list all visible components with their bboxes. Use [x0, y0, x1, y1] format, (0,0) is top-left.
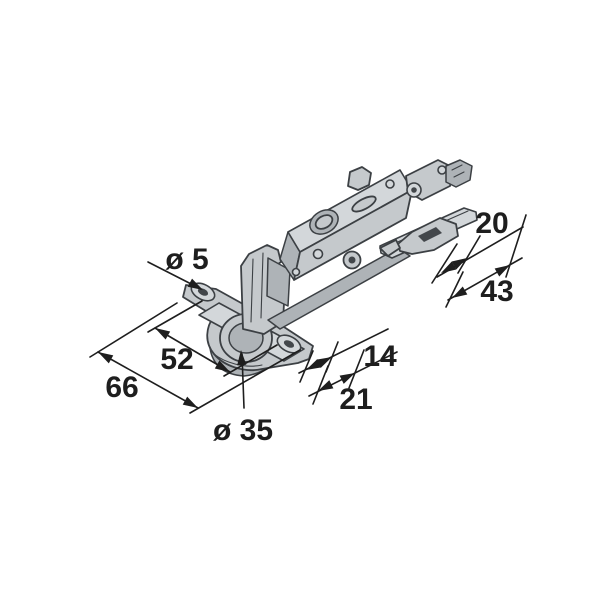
dimension-line — [299, 350, 314, 383]
dimension-line — [431, 243, 458, 284]
adjustment-cam-screw — [342, 250, 362, 270]
arrowhead — [494, 265, 510, 277]
dimension-line — [89, 302, 178, 358]
dimension-dia-5: ø 5 — [147, 243, 209, 290]
arm-rivet-lower — [291, 267, 301, 277]
dimension-line — [223, 344, 278, 377]
dimension-line — [97, 351, 199, 409]
tower-detail-lines — [250, 252, 264, 323]
dimension-line — [348, 349, 365, 389]
dimension-line — [189, 349, 301, 414]
dimension-66: 66 — [89, 302, 301, 414]
tower-side-flange — [266, 257, 291, 307]
flange-thickness-line — [213, 353, 263, 367]
dimension-line — [147, 300, 203, 333]
arrowhead — [182, 396, 198, 408]
arrowhead — [316, 357, 332, 368]
dim-label-21: 21 — [339, 383, 372, 416]
dimension-dia-35: ø 35 — [213, 350, 273, 447]
dimension-20: 20 — [431, 207, 524, 284]
arm-saddle-bowl — [314, 214, 334, 230]
dimension-line — [312, 365, 329, 405]
clip-block-slots — [451, 164, 465, 178]
arrowhead — [237, 350, 247, 366]
dim-label-20: 20 — [475, 207, 508, 240]
arrowhead — [451, 258, 467, 270]
arm-rivet-side — [312, 248, 324, 260]
arrowhead — [214, 360, 230, 372]
dimension-14: 14 — [298, 328, 397, 383]
wing-window — [418, 227, 442, 242]
arrowhead — [187, 278, 203, 290]
lower-link-bar — [267, 247, 411, 330]
wing-nose — [379, 239, 401, 257]
screw-hole-right — [276, 334, 302, 354]
dim-label-66: 66 — [105, 371, 138, 404]
dim-label-dia-35: ø 35 — [213, 414, 273, 447]
dimension-line — [505, 214, 527, 278]
arrowhead — [306, 359, 322, 370]
arrowhead — [441, 261, 457, 273]
dimension-21: 21 — [308, 349, 398, 416]
cross-pivot — [406, 182, 422, 198]
arm-oval-slot — [351, 195, 377, 213]
dimension-43: 43 — [445, 214, 527, 308]
dimension-line — [445, 271, 464, 308]
hinge-drawing — [182, 159, 478, 377]
dim-label-dia-5: ø 5 — [165, 243, 208, 276]
dim-label-14: 14 — [363, 340, 397, 373]
dimension-line — [457, 235, 481, 274]
arrowhead — [155, 328, 171, 340]
dim-label-52: 52 — [160, 343, 193, 376]
arrowhead — [339, 373, 355, 384]
arrowhead — [452, 286, 468, 298]
dimension-annotations: ø 5 52 66 ø 35 14 21 20 43 — [89, 207, 527, 447]
clip-block — [445, 159, 473, 188]
arrowhead — [318, 380, 334, 391]
arm-top-tab — [347, 166, 372, 191]
arrowhead — [98, 352, 114, 364]
arm-rivet-top — [385, 179, 395, 189]
dim-label-43: 43 — [480, 275, 513, 308]
dimension-52: 52 — [147, 300, 278, 377]
cross-rivet — [437, 165, 447, 175]
